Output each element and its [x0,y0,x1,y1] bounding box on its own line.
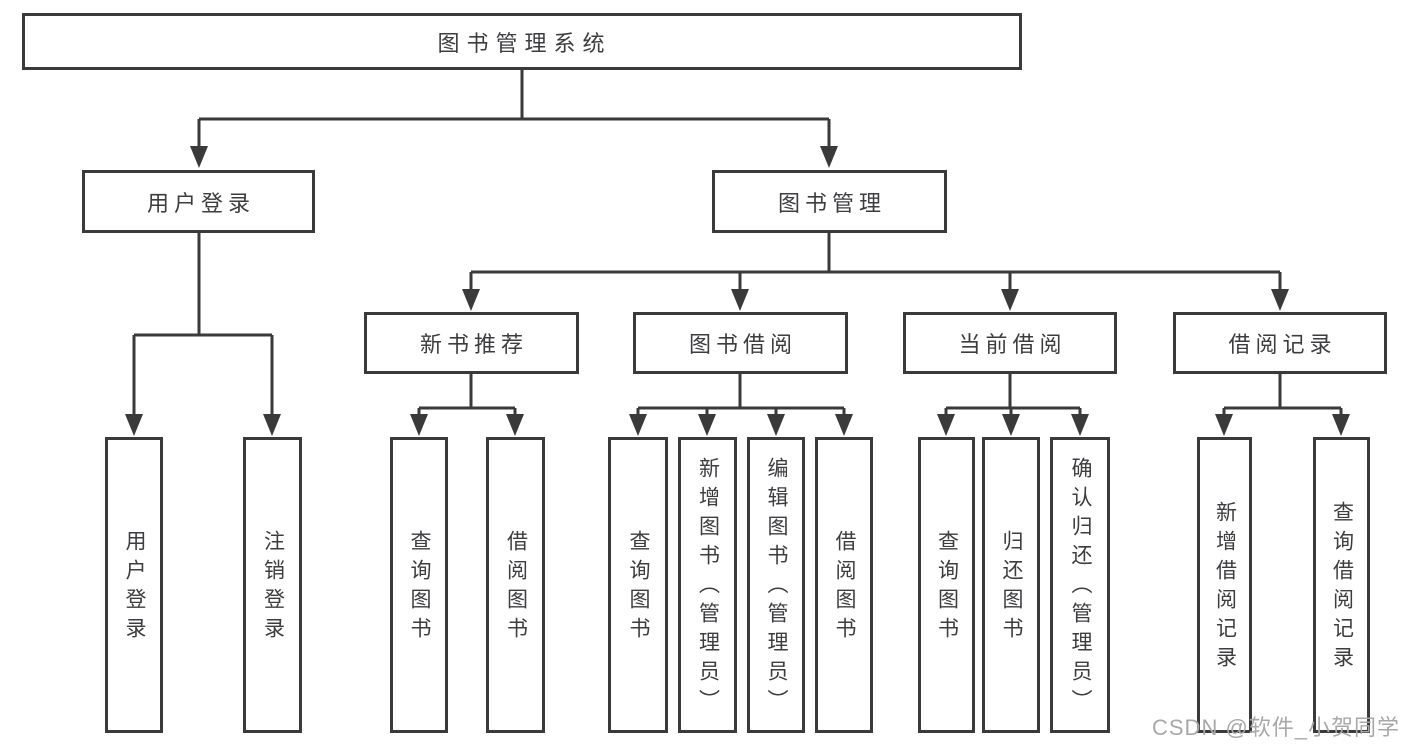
leaf-label: 归还图书 [1000,529,1023,646]
node-label: 当前借阅 [958,332,1067,357]
leaf-label: 查询图书 [935,529,959,646]
leaf-edit-books-admin: 编辑图书（管理员） [747,437,805,733]
arrow-new-book [462,289,480,311]
connector-newbook-to-leaves [417,374,517,420]
leaf-borrow-books-recommend: 借阅图书 [486,437,545,733]
node-user-login: 用户登录 [82,170,315,233]
connector-login-to-leaves [132,233,274,420]
leaf-return-books: 归还图书 [982,437,1040,733]
connector-current-to-leaves [944,374,1082,420]
leaf-label: 查询图书 [408,529,431,646]
connector-records-to-leaves [1222,374,1343,420]
node-book-management: 图书管理 [712,170,947,233]
arrow-borrow-records [1271,289,1289,311]
leaf-label: 用户登录 [123,529,146,646]
connector-mgmt-to-level3 [469,233,1282,292]
arrow-book-mgmt [820,146,838,168]
leaf-label: 新增借阅记录 [1213,500,1237,675]
leaf-label: 借阅图书 [504,529,528,646]
csdn-watermark: CSDN @软件_小贺同学 [1152,715,1401,740]
leaf-add-books-admin: 新增图书（管理员） [678,437,737,733]
leaf-label: 查询借阅记录 [1330,500,1354,675]
leaf-query-books-borrow: 查询图书 [608,437,668,733]
leaf-query-books-current: 查询图书 [918,437,975,733]
node-label: 图书管理 [777,190,886,216]
leaf-query-borrow-records: 查询借阅记录 [1313,437,1370,733]
node-borrowing-records: 借阅记录 [1173,312,1387,374]
leaf-add-borrow-record: 新增借阅记录 [1197,437,1252,733]
node-library-management-system: 图书管理系统 [22,13,1022,70]
leaf-logout: 注销登录 [243,437,302,733]
leaf-borrow-books: 借阅图书 [815,437,873,733]
node-current-borrowing: 当前借阅 [903,312,1117,374]
node-new-book-recommend: 新书推荐 [364,312,579,374]
node-label: 图书借阅 [688,332,797,357]
arrow-book-borrow [731,289,749,311]
node-label: 借阅记录 [1228,332,1337,357]
leaf-confirm-return-admin: 确认归还（管理员） [1050,437,1110,733]
connector-borrow-to-leaves [636,374,846,420]
arrow-user-login [190,146,208,168]
leaf-label: 查询图书 [627,529,650,646]
node-label: 新书推荐 [419,332,528,357]
arrow-leaf-logout [263,414,281,436]
leaf-query-books-recommend: 查询图书 [390,437,448,733]
node-book-borrowing: 图书借阅 [633,312,848,374]
leaf-label: 编辑图书（管理员） [765,457,788,718]
node-label: 图书管理系统 [437,30,612,56]
connector-root-to-level2 [197,70,831,152]
leaf-label: 借阅图书 [833,529,856,646]
arrow-current-borrow [1001,289,1019,311]
leaf-label: 注销登录 [261,529,285,646]
arrow-leaf-user-login [125,414,143,436]
leaf-label: 新增图书（管理员） [696,457,720,718]
node-label: 用户登录 [146,190,255,216]
leaf-label: 确认归还（管理员） [1069,457,1092,718]
leaf-user-login: 用户登录 [105,437,163,733]
